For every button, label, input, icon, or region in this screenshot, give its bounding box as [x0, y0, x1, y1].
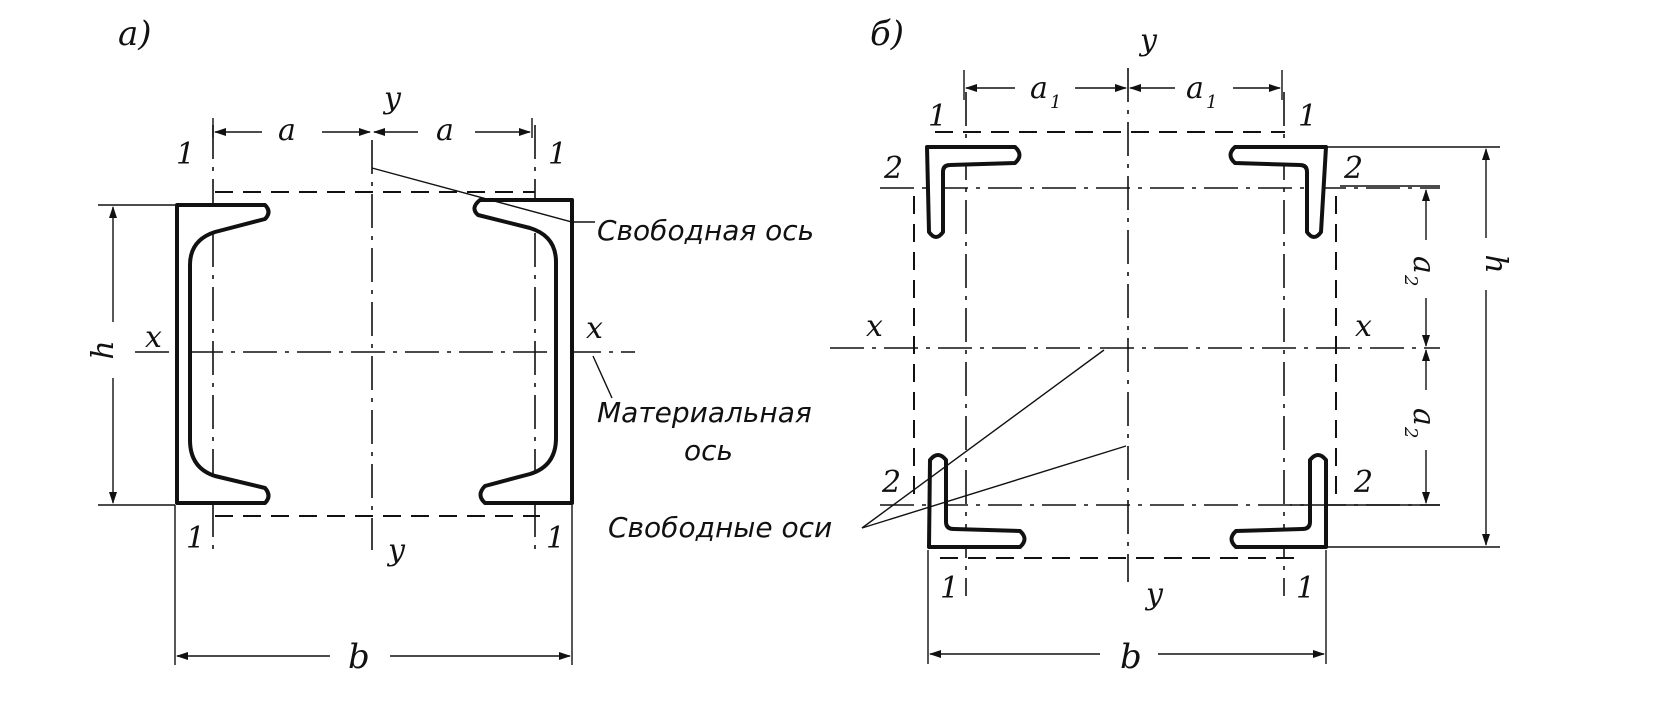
panel-a-axis-y-top-label: y — [382, 81, 402, 116]
panel-a-dim-b-label: b — [348, 637, 370, 677]
panel-b-axis-1-bottom-right-label: 1 — [1296, 571, 1315, 606]
panel-a-axis-1-bottom-right-label: 1 — [546, 521, 565, 556]
panel-b-axis-2-top-right-label: 2 — [1343, 151, 1363, 186]
panel-a-tag: а) — [118, 14, 152, 54]
panel-b-angle-bottom-left — [927, 453, 1027, 549]
panel-b-axis-1-bottom-left-label: 1 — [940, 571, 959, 606]
panel-a-channel-right — [472, 198, 574, 505]
panel-a-dim-h-label: h — [86, 340, 121, 359]
panel-a-free-axis-note: Свободная ось — [597, 214, 814, 247]
panel-b-axis-x-left-label: x — [866, 309, 883, 344]
panel-b-dim-a2-bottom-sub: 2 — [1400, 426, 1421, 438]
panel-b-dim-a2-bottom-label: a — [1406, 408, 1441, 426]
panel-a-free-axis-leader — [371, 167, 595, 223]
panel-b-angle-bottom-right — [1229, 453, 1328, 549]
panel-b-axis-x-right-label: x — [1355, 309, 1372, 344]
panel-a-channel-left — [175, 203, 271, 505]
panel-b-dim-a2-top-label: a — [1406, 256, 1441, 274]
panel-b-dim-a1-left-label: a — [1030, 71, 1048, 106]
panel-a-axis-x-right-label: x — [586, 311, 603, 346]
panel-a-axis-y-bottom-label: y — [386, 533, 406, 568]
panel-b-dim-a1-right-label: a — [1186, 71, 1204, 106]
panel-b-axis-2-top-left-label: 2 — [883, 151, 903, 186]
panel-b-free-axes-leader-1 — [861, 349, 1105, 529]
panel-a-axis-1-top-left-label: 1 — [176, 137, 195, 172]
panel-a-dim-a-left-label: a — [278, 113, 296, 148]
panel-b-tag: б) — [870, 14, 904, 54]
panel-a-axis-1-bottom-left-label: 1 — [186, 521, 205, 556]
panel-b-axis-1-top-right-label: 1 — [1298, 99, 1317, 134]
panel-b-axis-y-top-label: y — [1138, 23, 1158, 58]
panel-b-dim-a1-left-sub: 1 — [1050, 92, 1061, 113]
panel-b-dim-h-label: h — [1478, 254, 1513, 273]
panel-b-angle-top-left — [925, 145, 1022, 239]
panel-a-material-axis-note-line1: Материальная — [597, 396, 812, 429]
panel-b-angle-top-right — [1228, 145, 1328, 239]
panel-b-free-axes-leader-2 — [861, 445, 1127, 529]
panel-b-axis-2-bottom-right-label: 2 — [1353, 465, 1373, 500]
panel-b-dim-a1-right-sub: 1 — [1206, 92, 1217, 113]
panel-a-dim-a-right-label: a — [436, 113, 454, 148]
panel-a-material-axis-note-line2: ось — [684, 434, 733, 467]
panel-b-dim-a2-top-sub: 2 — [1400, 274, 1421, 286]
panel-b-free-axes-note: Свободные оси — [608, 511, 832, 544]
panel-b-dim-b-label: b — [1120, 637, 1142, 677]
panel-b-axis-1-top-left-label: 1 — [928, 99, 947, 134]
panel-a-material-axis-leader — [592, 355, 613, 399]
panel-a-axis-x-left-label: x — [145, 320, 162, 355]
panel-b-axis-y-bottom-label: y — [1144, 577, 1164, 612]
panel-b-axis-2-bottom-left-label: 2 — [881, 465, 901, 500]
panel-a: а) y y x x 1 1 1 1 a a — [86, 14, 814, 677]
panel-a-axis-1-top-right-label: 1 — [548, 137, 567, 172]
panel-b: б) y y x x 1 1 1 1 2 2 2 2 — [608, 14, 1513, 677]
